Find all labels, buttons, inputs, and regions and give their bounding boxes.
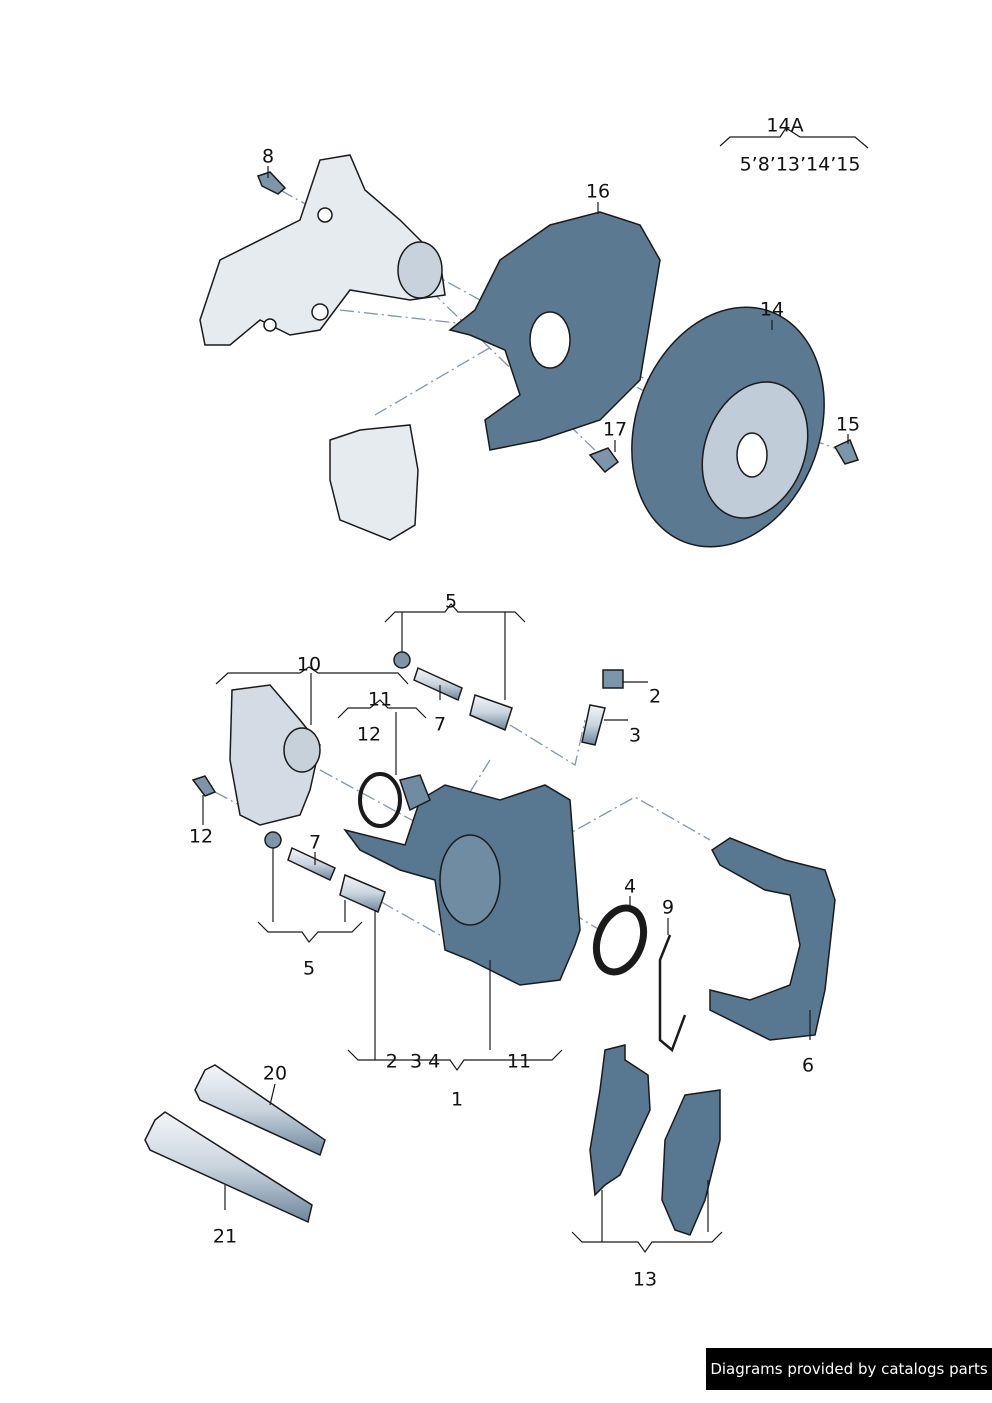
guide-pin-top (413, 666, 463, 702)
callout-5-bottom: 5 (302, 957, 316, 980)
callout-12-top: 12 (356, 723, 382, 746)
callout-10: 10 (296, 653, 322, 676)
callout-14A: 14A (766, 114, 804, 137)
callout-14: 14 (759, 298, 785, 321)
spring-9 (658, 934, 687, 1053)
leader-lines (202, 127, 869, 1254)
attribution-banner: Diagrams provided by catalogs parts (706, 1348, 992, 1390)
piston-seal-4 (592, 904, 648, 976)
cap-left (264, 831, 282, 849)
grease-tube-20 (194, 1064, 326, 1157)
screw-15 (833, 438, 859, 465)
bolt-8 (257, 171, 287, 195)
callout-2-3-4: 2 3 4 (385, 1050, 441, 1073)
screw-17 (588, 447, 620, 474)
callout-11-top: 11 (367, 688, 393, 711)
callout-15: 15 (835, 413, 861, 436)
brake-pad-13b (661, 1089, 721, 1236)
wheel-bearing-housing (199, 154, 446, 346)
callout-1: 1 (450, 1088, 464, 1111)
callout-12-left: 12 (188, 825, 214, 848)
callout-8: 8 (261, 145, 275, 168)
callout-4: 4 (623, 875, 637, 898)
guide-pin-left (287, 846, 336, 882)
callout-14A-contents: 5’8’13’14’15 (739, 153, 861, 176)
brake-carrier-6 (709, 837, 836, 1041)
callout-7-top: 7 (433, 713, 447, 736)
cap-top (393, 651, 411, 669)
brake-caliper-small (329, 424, 419, 541)
callout-20: 20 (262, 1062, 288, 1085)
callout-6: 6 (801, 1054, 815, 1077)
seal-ring-12 (358, 772, 402, 828)
callout-21: 21 (212, 1225, 238, 1248)
callout-11-bottom: 11 (506, 1050, 532, 1073)
callout-7-left: 7 (308, 831, 322, 854)
bolt-12 (191, 775, 217, 797)
guide-bushing-top (469, 694, 513, 732)
callout-9: 9 (661, 896, 675, 919)
callout-17: 17 (602, 418, 628, 441)
callout-5-top: 5 (444, 590, 458, 613)
grease-tube-21 (144, 1111, 313, 1224)
callout-3: 3 (628, 724, 642, 747)
callout-2: 2 (648, 685, 662, 708)
guide-bushing-left (339, 873, 386, 914)
callout-13: 13 (632, 1268, 658, 1291)
parking-brake-motor-10 (229, 684, 321, 826)
brake-pad-13a (589, 1044, 651, 1197)
callout-16: 16 (585, 180, 611, 203)
dust-cap-2 (602, 669, 624, 689)
bleeder-valve-3 (581, 704, 606, 746)
